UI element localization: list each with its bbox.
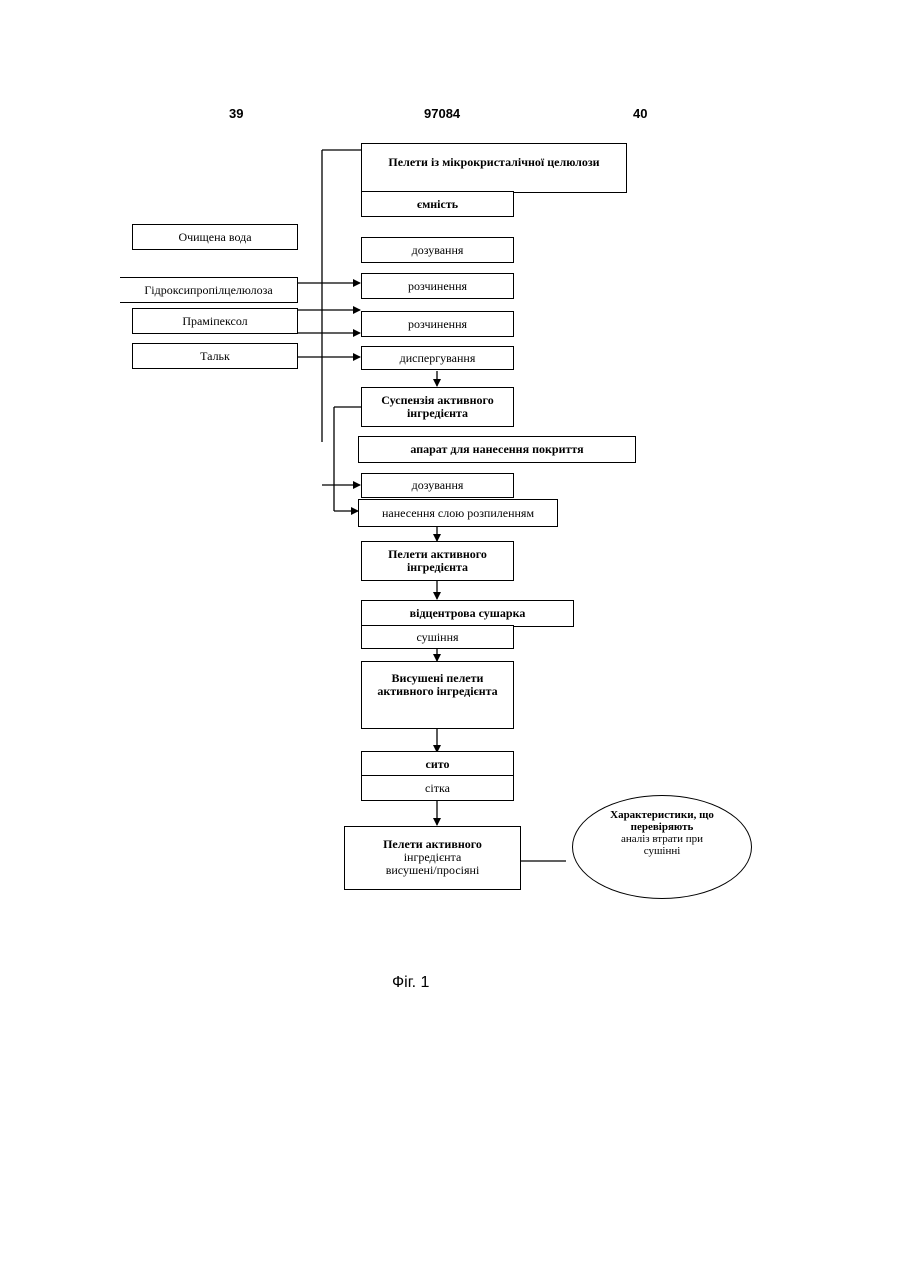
- figure-caption: Фіг. 1: [392, 974, 429, 992]
- purified-water-box: Очищена вода: [132, 224, 298, 250]
- mcc-pellets-box: Пелети із мікрокристалічної целюлози: [361, 143, 627, 193]
- drying-box: сушіння: [361, 625, 514, 649]
- ellipse-label-4: сушінні: [573, 845, 751, 857]
- spray-layering-box: нанесення слою розпиленням: [358, 499, 558, 527]
- ellipse-label-3: аналіз втрати при: [573, 833, 751, 845]
- pramipexole-box: Праміпексол: [132, 308, 298, 334]
- qc-characteristics-ellipse: Характеристики, що перевіряють аналіз вт…: [572, 795, 752, 899]
- ellipse-label-1: Характеристики, що: [573, 809, 751, 821]
- hpc-box: Гідроксипропілцелюлоза: [120, 277, 298, 303]
- coating-apparatus-box: апарат для нанесення покриття: [358, 436, 636, 463]
- ellipse-label-2: перевіряють: [573, 821, 751, 833]
- final-pellets-label-3: висушені/просіяні: [345, 864, 520, 877]
- dispersing-box: диспергування: [361, 346, 514, 370]
- suspension-label-2: інгредієнта: [362, 407, 513, 420]
- suspension-box: Суспензія активного інгредієнта: [361, 387, 514, 427]
- dissolving-box-2: розчинення: [361, 311, 514, 337]
- ai-pellets-label-2: інгредієнта: [362, 561, 513, 574]
- dried-pellets-label-2: активного інгредієнта: [362, 685, 513, 698]
- dosing-box-1: дозування: [361, 237, 514, 263]
- sieve-box: сито: [361, 751, 514, 777]
- final-pellets-box: Пелети активного інгредієнта висушені/пр…: [344, 826, 521, 890]
- dried-pellets-box: Висушені пелети активного інгредієнта: [361, 661, 514, 729]
- talc-box: Тальк: [132, 343, 298, 369]
- dosing-box-2: дозування: [361, 473, 514, 498]
- container-box: ємність: [361, 191, 514, 217]
- dissolving-box-1: розчинення: [361, 273, 514, 299]
- centrifugal-dryer-box: відцентрова сушарка: [361, 600, 574, 627]
- mesh-box: сітка: [361, 775, 514, 801]
- ai-pellets-box: Пелети активного інгредієнта: [361, 541, 514, 581]
